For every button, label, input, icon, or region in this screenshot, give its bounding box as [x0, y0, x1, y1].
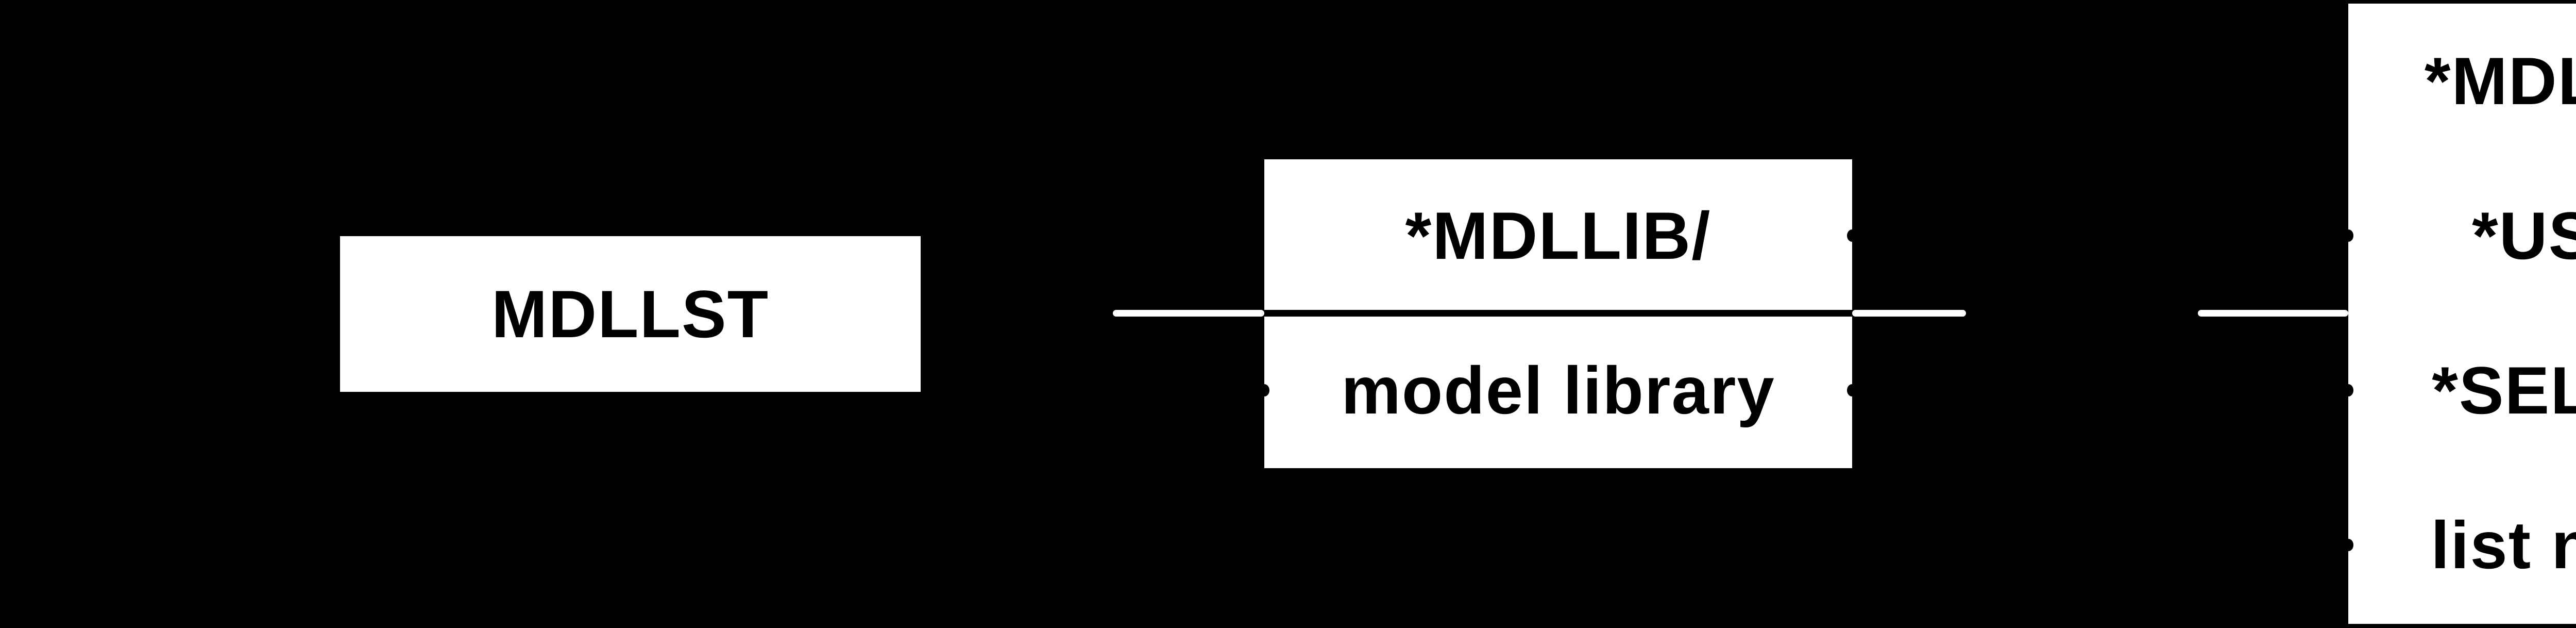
- arrowhead-nub: [2343, 539, 2353, 551]
- choice-label-user: *USER: [2472, 198, 2576, 273]
- arrowhead-nub: [1259, 384, 1269, 396]
- choice-box-model-library: *MDLLIB/ model library: [1259, 159, 1857, 468]
- choice-label-select: *SELECT: [2432, 353, 2576, 428]
- rail-segment-3: [2198, 310, 2348, 317]
- rail-segment-1: [1113, 310, 1264, 317]
- choice-box-list: *MDLPRF *USER *SELECT list name: [2343, 4, 2576, 624]
- choice-label-list-name: list name: [2431, 507, 2576, 583]
- choice-label-mdllib: *MDLLIB/: [1405, 198, 1711, 273]
- keyword-box-mdllst: MDLLST: [340, 236, 921, 392]
- choice-label-mdlprf: *MDLPRF: [2424, 43, 2576, 119]
- arrowhead-nub: [1847, 229, 1857, 242]
- arrowhead-nub: [1847, 384, 1857, 396]
- rail-crossing-line: [1264, 310, 1852, 317]
- arrowhead-nub: [2343, 229, 2353, 242]
- choice-label-model-library: model library: [1341, 353, 1775, 428]
- arrowhead-nub: [2343, 384, 2353, 396]
- rail-segment-2: [1852, 310, 1966, 317]
- keyword-label: MDLLST: [491, 276, 770, 352]
